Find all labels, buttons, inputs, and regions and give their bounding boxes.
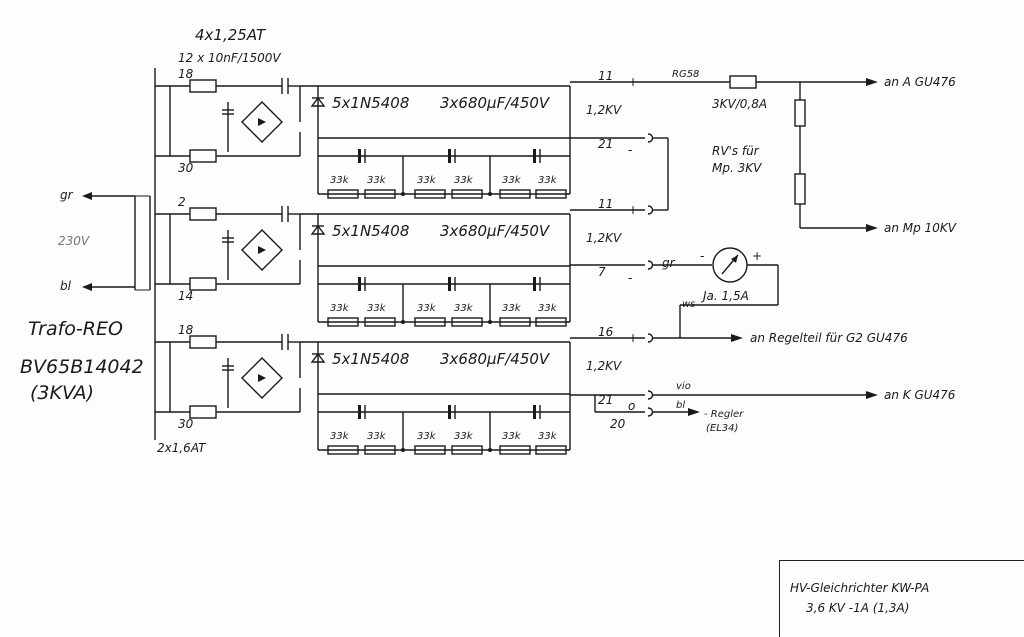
pin-top-label: 11 [598, 69, 614, 83]
tap-bottom-label: 30 [178, 161, 194, 175]
pin-top-polarity: + [628, 331, 639, 345]
resistor-value-label: 33k [417, 431, 436, 442]
pin-top-label: 11 [598, 197, 614, 211]
transformer-core [134, 68, 156, 440]
ammeter-label: Ja. 1,5A [703, 289, 749, 303]
diode-spec-label: 5x1N5408 [332, 350, 410, 368]
meter-plus-sign: + [752, 249, 763, 263]
resistor-value-label: 33k [502, 431, 521, 442]
resistor-value-label: 33k [330, 303, 349, 314]
mains-leads [82, 192, 135, 291]
fuse-bottom-label: 2x1,6AT [157, 441, 206, 455]
resistor-value-label: 33k [417, 303, 436, 314]
pin-top-polarity: + [628, 203, 639, 217]
rectifier-section-1 [155, 78, 571, 199]
resistor-value-label: 33k [538, 431, 557, 442]
diode-spec-label: 5x1N5408 [332, 94, 410, 112]
resistor-value-label: 33k [502, 175, 521, 186]
bl-wire-label: bl [676, 400, 686, 411]
mains-wire-gray-label: gr [60, 188, 73, 202]
regulator-destination: an Regelteil für G2 GU476 [750, 331, 908, 345]
diode-spec-label: 5x1N5408 [332, 222, 410, 240]
title-line2: 3,6 KV -1A (1,3A) [806, 601, 910, 615]
section-voltage-label: 1,2KV [586, 231, 622, 245]
pin-bottom-label: 7 [598, 265, 606, 279]
section-voltage-label: 1,2KV [586, 103, 622, 117]
resistor-value-label: 33k [330, 431, 349, 442]
capacitor-spec-label: 3x680µF/450V [440, 350, 550, 368]
rv-note-line2: Mp. 3KV [712, 161, 762, 175]
capacitor-spec-label: 3x680µF/450V [440, 94, 550, 112]
resistor-value-label: 33k [454, 303, 473, 314]
output-wiring [570, 75, 878, 417]
tap-bottom-label: 30 [178, 417, 194, 431]
title-line1: HV-Gleichrichter KW-PA [790, 581, 930, 595]
resistor-value-label: 33k [330, 175, 349, 186]
rv-note-line1: RV's für [712, 144, 759, 158]
resistor-value-label: 33k [454, 431, 473, 442]
resistor-value-label: 33k [367, 303, 386, 314]
vio-wire-label: vio [676, 381, 691, 392]
section-voltage-label: 1,2KV [586, 359, 622, 373]
resistor-value-label: 33k [538, 303, 557, 314]
pin-bottom-polarity: - [628, 143, 633, 157]
rectifier-section-3 [155, 334, 571, 455]
mp-destination: an Mp 10KV [884, 221, 956, 235]
cable-label: RG58 [672, 69, 700, 80]
pin-bottom-polarity: o [628, 399, 636, 413]
meter-minus-sign: - [700, 249, 705, 263]
pin-top-polarity: + [628, 75, 639, 89]
pin-20-label: 20 [610, 417, 626, 431]
pin-bottom-label: 21 [598, 393, 614, 407]
tap-top-label: 18 [178, 67, 194, 81]
meter-neg-wire-label: gr [662, 256, 675, 270]
mains-wire-blue-label: bl [60, 279, 71, 293]
rectifier-section-2 [155, 206, 571, 327]
regler-label: - Regler [704, 409, 744, 420]
resistor-value-label: 33k [367, 175, 386, 186]
anode-destination: an A GU476 [884, 75, 956, 89]
transformer-model: BV65B14042 [20, 356, 144, 378]
mains-voltage-label: 230V [58, 234, 90, 248]
tap-bottom-label: 14 [178, 289, 194, 303]
pin-top-label: 16 [598, 325, 614, 339]
output-fuse-label: 3KV/0,8A [712, 97, 768, 111]
pin-bottom-polarity: - [628, 271, 633, 285]
cathode-destination: an K GU476 [884, 388, 956, 402]
title-block [779, 560, 1024, 637]
ws-wire-label: ws [682, 299, 696, 310]
capacitor-spec-label: 3x680µF/450V [440, 222, 550, 240]
pin-bottom-label: 21 [598, 137, 614, 151]
transformer-power: (3KVA) [30, 382, 95, 404]
cap-network-label: 12 x 10nF/1500V [178, 51, 281, 65]
transformer-name: Trafo-REO [28, 318, 123, 340]
resistor-value-label: 33k [538, 175, 557, 186]
resistor-value-label: 33k [502, 303, 521, 314]
regler-tube-label: (EL34) [706, 423, 739, 434]
fuse-rating-label: 4x1,25AT [195, 26, 266, 44]
resistor-value-label: 33k [367, 431, 386, 442]
resistor-value-label: 33k [454, 175, 473, 186]
tap-top-label: 18 [178, 323, 194, 337]
resistor-value-label: 33k [417, 175, 436, 186]
tap-top-label: 2 [178, 195, 186, 209]
